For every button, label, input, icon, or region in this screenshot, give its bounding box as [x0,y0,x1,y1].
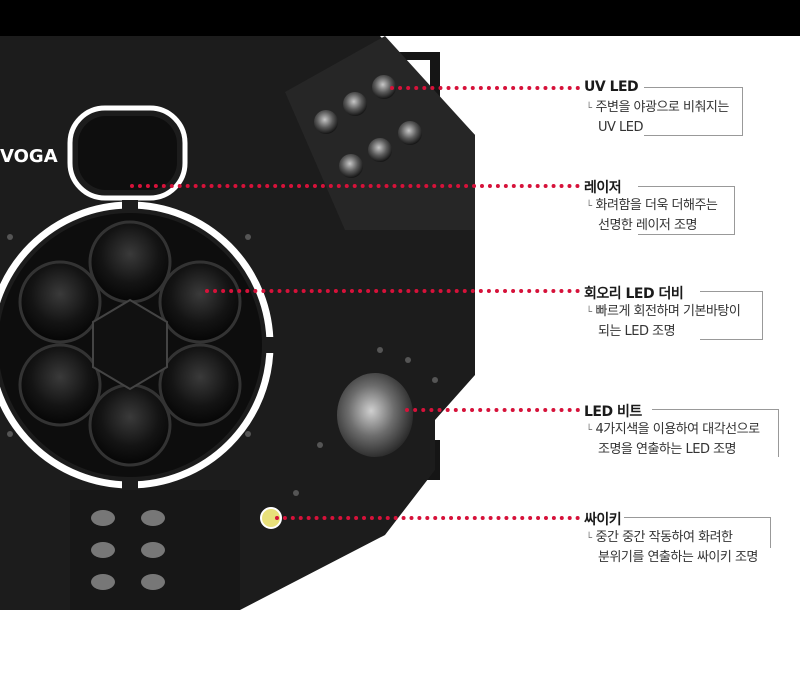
led-beat-lens [337,373,413,457]
uv-led-cluster [314,75,422,178]
pointer-uv [390,86,580,90]
feature-title: LED 비트 [584,404,642,420]
brand-logo: VOGA [0,146,58,167]
uv-panel [285,36,475,230]
feature-description: └중간 중간 작동하여 화려한 분위기를 연출하는 싸이키 조명 [586,530,758,565]
feature-title: UV LED [584,79,639,95]
laser-window [78,116,177,190]
feature-title: 회오리 LED 더비 [584,286,684,302]
feature-description: └빠르게 회전하며 기본바탕이 되는 LED 조명 [586,304,741,339]
feature-description: └화려함을 더욱 더해주는 선명한 레이저 조명 [586,198,718,233]
feature-title: 싸이키 [584,512,622,528]
feature-description: └4가지색을 이용하여 대각선으로 조명을 연출하는 LED 조명 [586,422,760,457]
pointer-derby [205,289,580,293]
bottom-led-grid [91,510,165,590]
derby-lens-cluster [18,220,242,467]
pointer-laser [130,184,580,188]
feature-description: └주변을 야광으로 비춰지는 UV LED [586,100,729,135]
pointer-beat [405,408,580,412]
pointer-strobe [275,516,580,520]
top-black-band [0,0,800,36]
laser-window-ring [67,105,188,201]
feature-title: 레이저 [584,180,622,196]
